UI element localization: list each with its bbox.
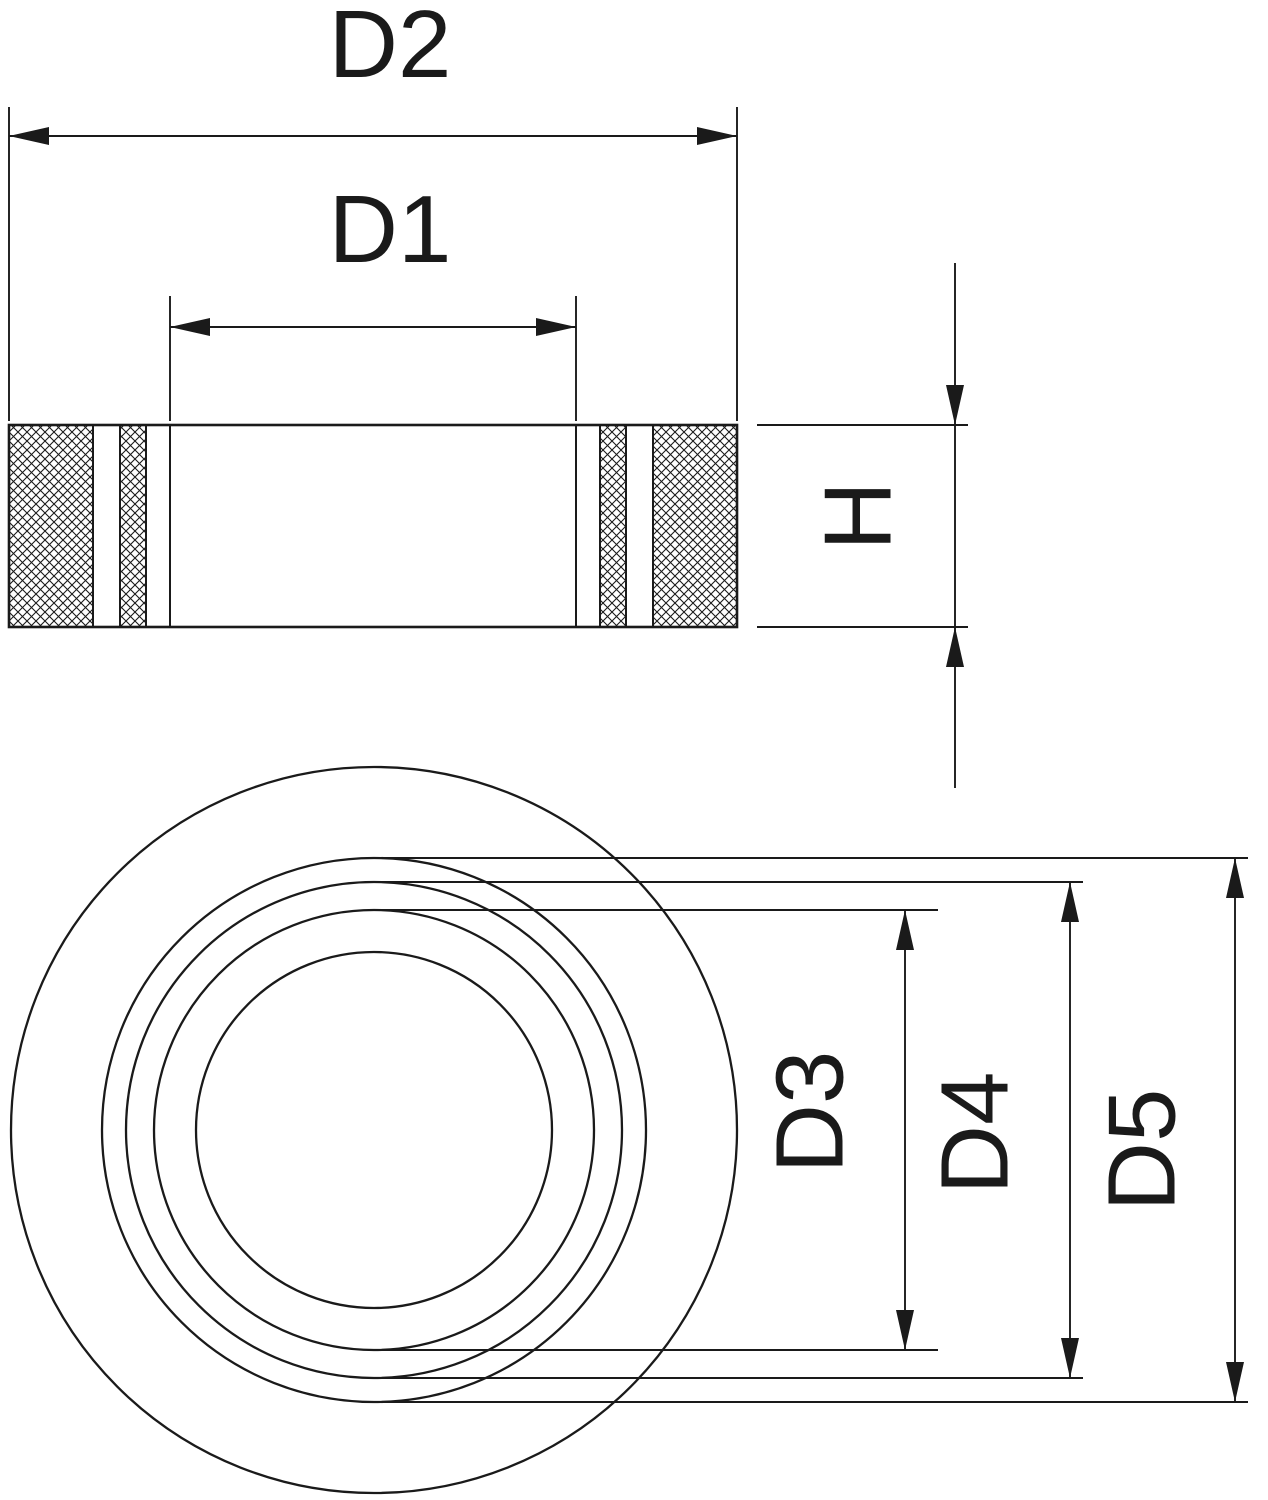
d5-arrowhead-bottom: [1226, 1362, 1244, 1402]
dimension-d4: D4: [374, 881, 1083, 1379]
dimension-h: H: [757, 263, 968, 788]
knurl-edge-lines: [92, 425, 654, 627]
d1-arrowhead-right: [536, 318, 576, 336]
knurl-hatch-right-block: [653, 426, 737, 626]
d1-arrowhead-left: [170, 318, 210, 336]
d2-arrowhead-left: [9, 127, 49, 145]
d3-arrowhead-bottom: [896, 1310, 914, 1350]
dimension-d2: D2: [8, 0, 738, 421]
circle-d3: [152, 908, 596, 1352]
knurl-hatch-right-strip: [600, 426, 626, 626]
d3-arrowhead-top: [896, 910, 914, 950]
circle-d4: [124, 880, 624, 1380]
d2-arrowhead-right: [697, 127, 737, 145]
plan-view: [9, 765, 739, 1495]
dimension-label-d2: D2: [329, 0, 452, 98]
h-arrowhead-top: [946, 385, 964, 425]
linework: D2 D1 H: [7, 0, 1248, 1495]
circle-d5: [100, 856, 648, 1404]
d4-arrowhead-bottom: [1061, 1338, 1079, 1378]
dimension-label-h: H: [805, 481, 912, 550]
knurl-hatch-left-strip: [120, 426, 146, 626]
circle-bore: [194, 950, 554, 1310]
dimension-label-d1: D1: [329, 176, 452, 283]
dimension-label-d5: D5: [1089, 1089, 1196, 1212]
h-arrowhead-bottom: [946, 627, 964, 667]
circle-outer-knurl: [9, 765, 739, 1495]
dimension-d1: D1: [169, 176, 577, 421]
dimension-label-d4: D4: [922, 1072, 1029, 1195]
dimension-label-d3: D3: [757, 1051, 864, 1174]
dimension-d5: D5: [374, 857, 1248, 1403]
knurl-hatch-left-block: [9, 426, 93, 626]
ring-section-outline: [7, 423, 739, 629]
d4-arrowhead-top: [1061, 882, 1079, 922]
section-view: [7, 423, 739, 629]
dimension-d3: D3: [374, 909, 938, 1351]
d5-arrowhead-top: [1226, 858, 1244, 898]
